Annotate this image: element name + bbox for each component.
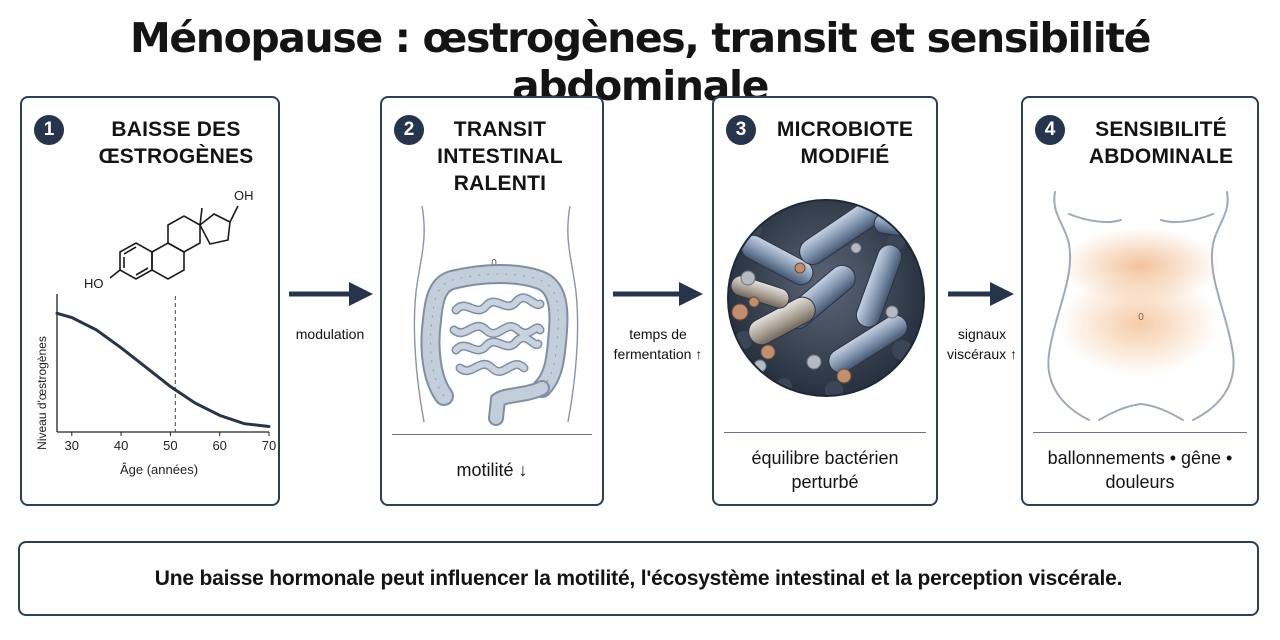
panel-2-caption: motilité ↓ bbox=[456, 460, 528, 480]
panel-4-title: SENSIBILITÉ ABDOMINALE bbox=[1069, 116, 1253, 170]
arrow-1-label: modulation bbox=[282, 324, 378, 344]
arrow-3-label-line2: viscéraux ↑ bbox=[946, 346, 1018, 362]
step-badge-4: 4 bbox=[1035, 115, 1065, 145]
chart-y-axis-label: Niveau d'œstrogènes bbox=[35, 336, 49, 450]
panel-microbiota: 3 MICROBIOTE MODIFIÉ bbox=[712, 96, 938, 506]
arrow-2-label: temps de fermentation ↑ bbox=[602, 324, 714, 364]
arrow-2-label-line2: fermentation ↑ bbox=[613, 346, 703, 362]
estrogen-series-line bbox=[55, 311, 271, 428]
panel-4-title-line1: SENSIBILITÉ bbox=[1095, 118, 1227, 141]
panel-slow-transit: 2 TRANSIT INTESTINAL RALENTI 0 mot bbox=[380, 96, 604, 506]
flow-arrow-2 bbox=[613, 282, 703, 306]
chart-x-tick-label: 30 bbox=[65, 438, 79, 453]
arrow-1-label-line1: modulation bbox=[295, 326, 365, 342]
panel-2-title-line3: RALENTI bbox=[453, 172, 547, 195]
arrow-2-label-line1: temps de bbox=[629, 326, 687, 342]
page-title: Ménopause : œstrogènes, transit et sensi… bbox=[129, 14, 1151, 110]
panel-1-title-line2: ŒSTROGÈNES bbox=[98, 145, 254, 168]
step-badge-2: 2 bbox=[394, 115, 424, 145]
panel-1-title: BAISSE DES ŒSTROGÈNES bbox=[78, 116, 274, 170]
abdomen-illustration: 0 bbox=[1047, 191, 1235, 421]
panel-2-title-line2: INTESTINAL bbox=[437, 145, 563, 168]
step-badge-3: 3 bbox=[726, 115, 756, 145]
panel-4-caption-line2: douleurs bbox=[1105, 472, 1175, 492]
summary-text: Une baisse hormonale peut influencer la … bbox=[154, 566, 1123, 590]
panel-3-divider bbox=[724, 432, 926, 433]
panel-3-title-line1: MICROBIOTE bbox=[776, 118, 914, 141]
arrow-3-label: signaux viscéraux ↑ bbox=[937, 324, 1027, 364]
summary-box: Une baisse hormonale peut influencer la … bbox=[18, 541, 1259, 616]
chart-x-tick-label: 40 bbox=[114, 438, 128, 453]
navel-mark: 0 bbox=[491, 258, 497, 269]
chart-x-axis-label: Âge (années) bbox=[120, 462, 198, 477]
chart-x-tick-label: 50 bbox=[163, 438, 177, 453]
arrow-3-label-line1: signaux bbox=[957, 326, 1007, 342]
panel-3-caption-line1: équilibre bactérien bbox=[751, 448, 899, 468]
bacteria-microscope-image bbox=[727, 199, 925, 397]
molecule-oh-label: OH bbox=[234, 188, 254, 203]
navel-mark-abdomen: 0 bbox=[1138, 312, 1144, 323]
panel-3-title: MICROBIOTE MODIFIÉ bbox=[760, 116, 930, 170]
molecule-ho-label: HO bbox=[84, 276, 104, 291]
panel-4-divider bbox=[1033, 432, 1247, 433]
estradiol-molecule-icon: OH HO bbox=[84, 188, 254, 291]
panel-estrogen-decline: 1 BAISSE DES ŒSTROGÈNES OH HO Nive bbox=[20, 96, 280, 506]
panel-4-title-line2: ABDOMINALE bbox=[1088, 145, 1234, 168]
estrogen-level-chart: Niveau d'œstrogènes 30 40 50 60 70 Âge (anné… bbox=[35, 294, 276, 477]
step-badge-1: 1 bbox=[34, 115, 64, 145]
panel-3-title-line2: MODIFIÉ bbox=[800, 145, 890, 168]
flow-arrow-1 bbox=[289, 282, 373, 306]
panel-3-caption: équilibre bactérien perturbé bbox=[714, 446, 936, 494]
panel-4-caption: ballonnements • gêne • douleurs bbox=[1023, 446, 1257, 494]
panel-4-caption-line1: ballonnements • gêne • bbox=[1047, 448, 1233, 468]
chart-x-tick-label: 70 bbox=[262, 438, 276, 453]
panel-abdominal-sensitivity: 4 SENSIBILITÉ ABDOMINALE 0 b bbox=[1021, 96, 1259, 506]
panel-2-title: TRANSIT INTESTINAL RALENTI bbox=[430, 116, 570, 197]
panel-2-title-line1: TRANSIT bbox=[453, 118, 547, 141]
intestine-illustration: 0 bbox=[413, 205, 579, 426]
chart-x-tick-label: 60 bbox=[212, 438, 226, 453]
flow-arrow-3 bbox=[948, 282, 1014, 306]
panel-3-caption-line2: perturbé bbox=[791, 472, 859, 492]
panel-2-divider bbox=[392, 434, 592, 435]
panel-1-title-line1: BAISSE DES bbox=[111, 118, 241, 141]
